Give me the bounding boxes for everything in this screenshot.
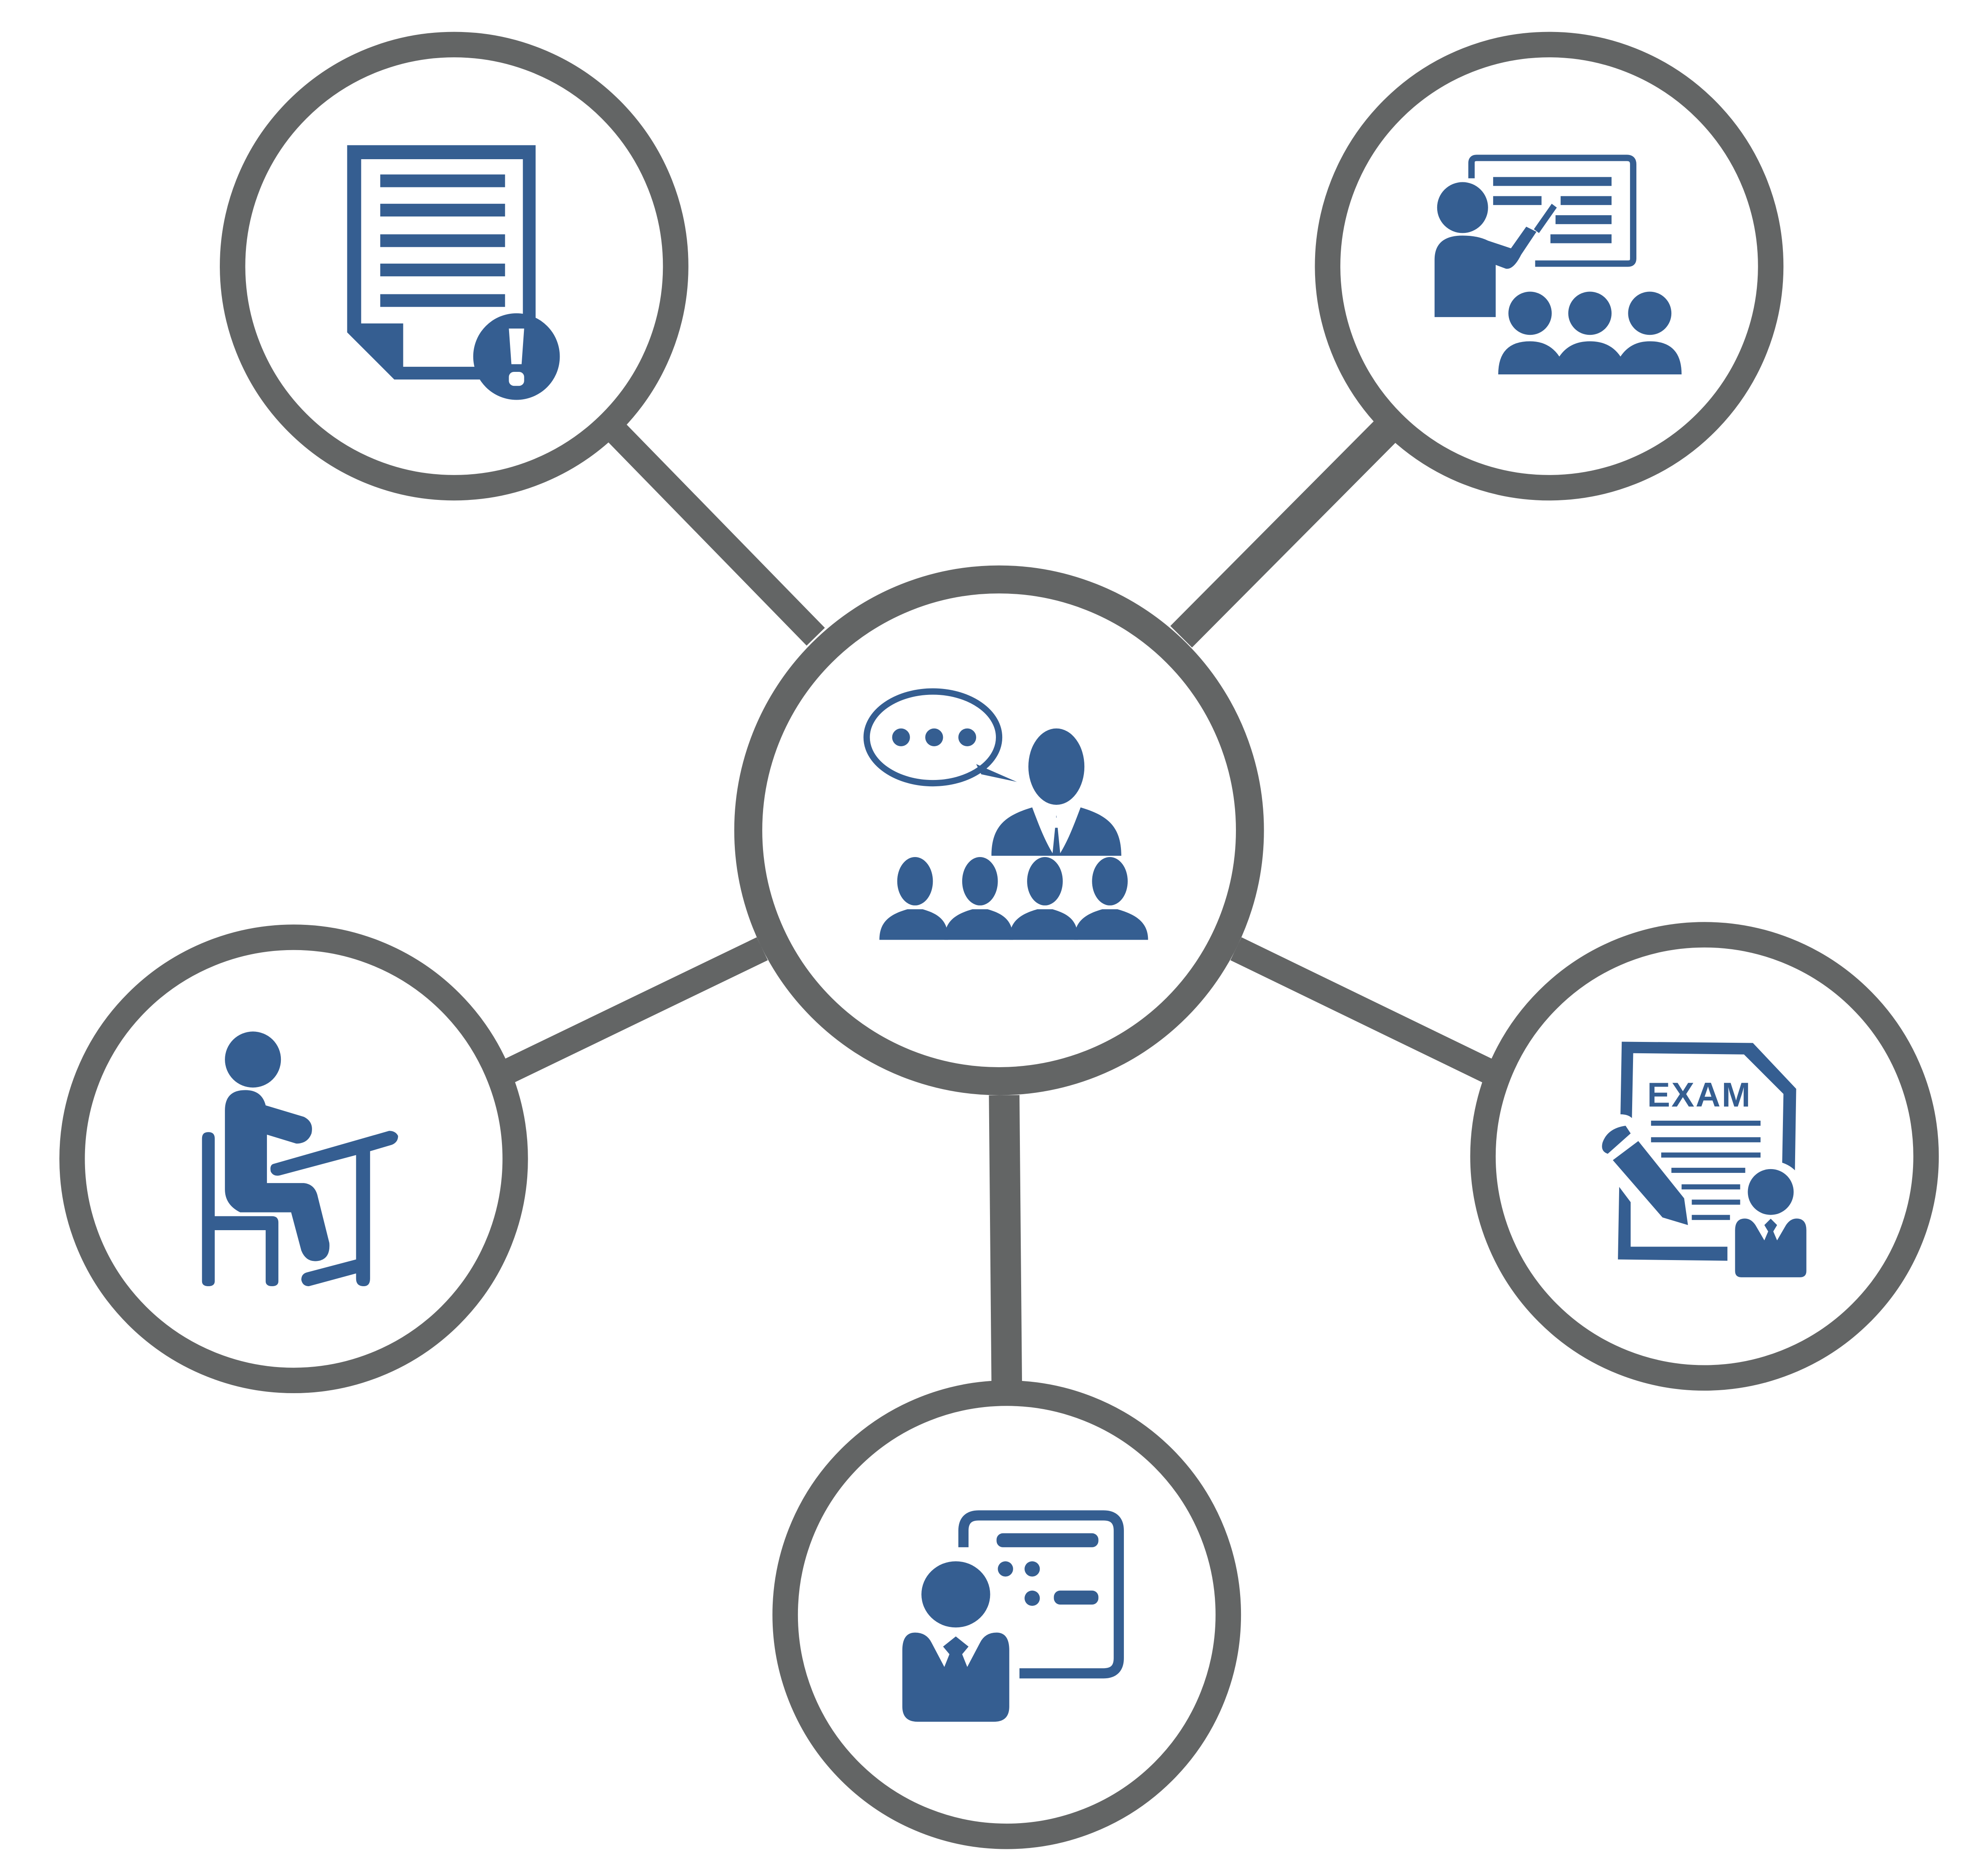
connector-teacher: [1170, 419, 1397, 648]
exam-label: EXAM: [1647, 1076, 1752, 1114]
connector-exam: [1230, 937, 1496, 1084]
connector-document: [605, 421, 825, 646]
meeting-discussion-icon: [863, 688, 1148, 940]
node-circle-presenter: [772, 1380, 1241, 1849]
teacher-presentation-icon: [1434, 155, 1682, 374]
student-at-desk-icon: [202, 1031, 398, 1287]
connector-student: [501, 937, 768, 1084]
connector-presenter: [989, 1095, 1022, 1382]
presenter-board-icon: [902, 1510, 1124, 1722]
connectors: [501, 419, 1496, 1382]
exam-paper-icon: EXAM: [1602, 1041, 1807, 1277]
document-alert-icon: [347, 145, 560, 400]
